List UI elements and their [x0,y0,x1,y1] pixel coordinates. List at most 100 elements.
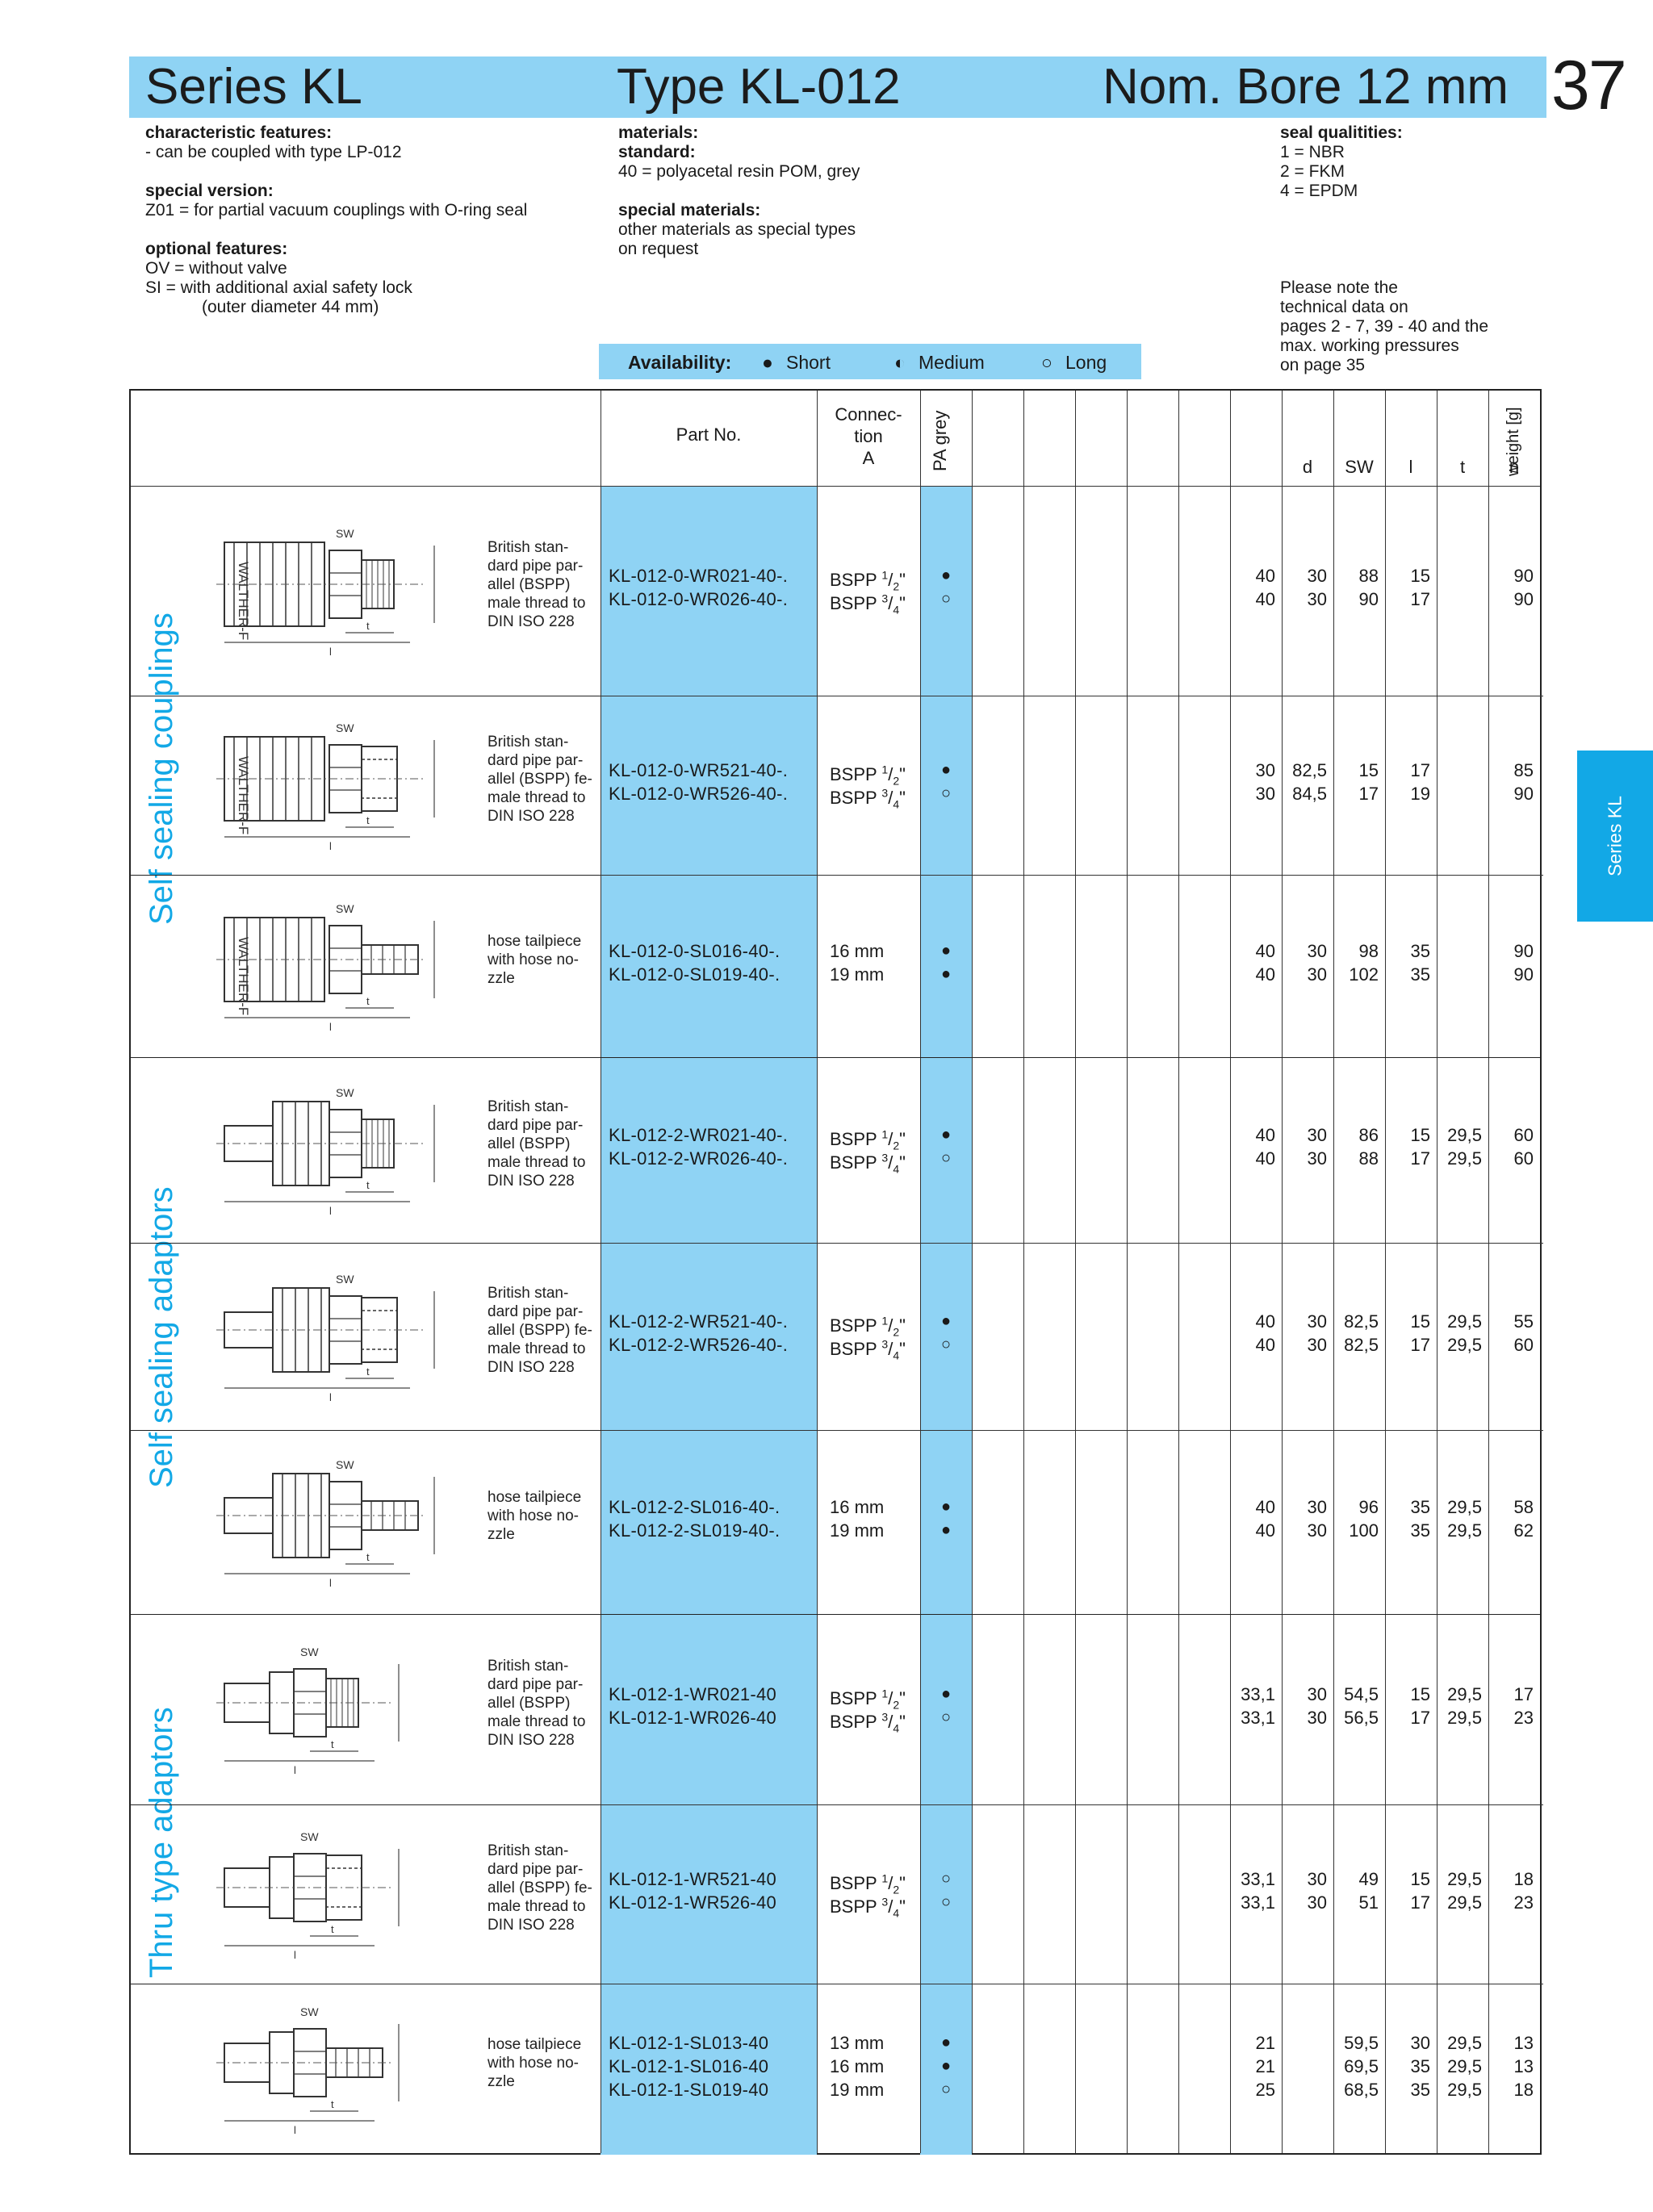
dimension-w: 17 [1513,1684,1534,1704]
dimension-n: 29,5 [1447,1125,1482,1145]
medium-symbol: ◐ [894,352,906,373]
header-n: n [1509,457,1520,477]
availability-legend: Availability: ● Short ◐ Medium ○ Long [599,344,1141,379]
part-column-bg [601,486,817,2155]
row-description: British stan-dard pipe par-allel (BSPP)m… [488,538,585,631]
part-number: KL-012-1-WR026-40 [609,1708,777,1728]
connection-value: 13 mm [830,2032,885,2053]
dimension-d: 40 [1255,1148,1275,1169]
short-symbol: ● [762,352,773,373]
opt-line-1: OV = without valve [145,259,287,278]
svg-text:t: t [366,995,370,1007]
dimension-t: 15 [1410,1684,1430,1704]
availability-mark: ○ [940,1870,952,1888]
dimension-w: 60 [1513,1148,1534,1169]
note-1: Please note the [1280,278,1398,297]
long-symbol: ○ [1041,352,1052,373]
description-line: with hose no- [488,2054,580,2072]
availability-label: Availability: [628,352,732,373]
dimension-l: 100 [1349,1520,1379,1541]
short-label: Short [786,352,831,373]
svg-text:l: l [294,1949,296,1961]
dimension-w: 60 [1513,1125,1534,1145]
availability-mark: ○ [940,1708,952,1726]
description-line: with hose no- [488,951,580,968]
dimension-sw: 30 [1307,1520,1327,1541]
description-line: British stan- [488,538,569,556]
parts-table: Part No. Connec- tion A PA grey d SW l t… [129,389,1543,2155]
header-d: d [1302,457,1313,477]
dimension-n: 29,5 [1447,1684,1482,1704]
dimension-d: 40 [1255,1335,1275,1355]
dimension-w: 62 [1513,1520,1534,1541]
description-line: allel (BSPP) fe- [488,770,592,788]
dimension-sw: 30 [1307,566,1327,586]
dimension-d: 21 [1255,2055,1275,2076]
row-description: British stan-dard pipe par-allel (BSPP) … [488,1284,592,1377]
side-tab: Series KL [1577,751,1653,922]
description-line: allel (BSPP) [488,1135,571,1152]
note-3: pages 2 - 7, 39 - 40 and the [1280,317,1489,336]
dimension-n: 29,5 [1447,1520,1482,1541]
dimension-n: 29,5 [1447,2055,1482,2076]
dimension-t: 17 [1410,760,1430,780]
dimension-t: 15 [1410,1869,1430,1889]
description-line: DIN ISO 228 [488,1172,575,1190]
description-line: dard pipe par- [488,1675,584,1693]
svg-text:t: t [366,620,370,632]
header-weight: weight [g] [1504,407,1522,476]
materials-title: materials: [618,123,699,142]
dimension-t: 35 [1410,964,1430,985]
dimension-t: 15 [1410,1125,1430,1145]
special-materials-line-2: on request [618,240,699,258]
section-thru-type-adaptors: Thru type adaptors [144,1707,179,1978]
svg-text:SW: SW [336,527,354,540]
part-number: KL-012-1-WR526-40 [609,1892,777,1913]
dimension-w: 90 [1513,566,1534,586]
standard-title: standard: [618,143,696,161]
part-number: KL-012-2-WR521-40-. [609,1311,789,1332]
description-line: dard pipe par- [488,1303,584,1320]
dimension-w: 13 [1513,2055,1534,2076]
dimension-l: 69,5 [1344,2055,1379,2076]
dimension-d: 21 [1255,2032,1275,2053]
description-line: DIN ISO 228 [488,1916,575,1934]
header-conn-line-3: A [862,448,875,468]
connection-value: BSPP 3/4" [830,1896,906,1920]
special-line: Z01 = for partial vacuum couplings with … [145,201,528,220]
description-line: zzle [488,969,515,987]
svg-text:t: t [331,1738,334,1750]
availability-mark: ● [940,1498,952,1516]
dimension-sw: 30 [1307,1497,1327,1517]
page-number: 37 [1551,47,1627,124]
svg-text:l: l [329,1021,332,1033]
char-line: - can be coupled with type LP-012 [145,143,402,161]
svg-text:SW: SW [336,721,354,734]
description-line: male thread to [488,594,586,612]
description-line: dard pipe par- [488,751,584,769]
dimension-d: 33,1 [1241,1684,1275,1704]
description-line: hose tailpiece [488,2035,582,2053]
availability-mark: ● [940,1126,952,1144]
dimension-d: 40 [1255,566,1275,586]
svg-text:l: l [329,840,332,852]
availability-mark: ● [940,2056,952,2075]
part-number: KL-012-1-WR021-40 [609,1684,777,1704]
header-conn-line-1: Connec- [835,404,902,424]
side-tab-label: Series KL [1604,796,1626,876]
dimension-sw: 30 [1307,1708,1327,1728]
dimension-l: 17 [1358,784,1379,804]
